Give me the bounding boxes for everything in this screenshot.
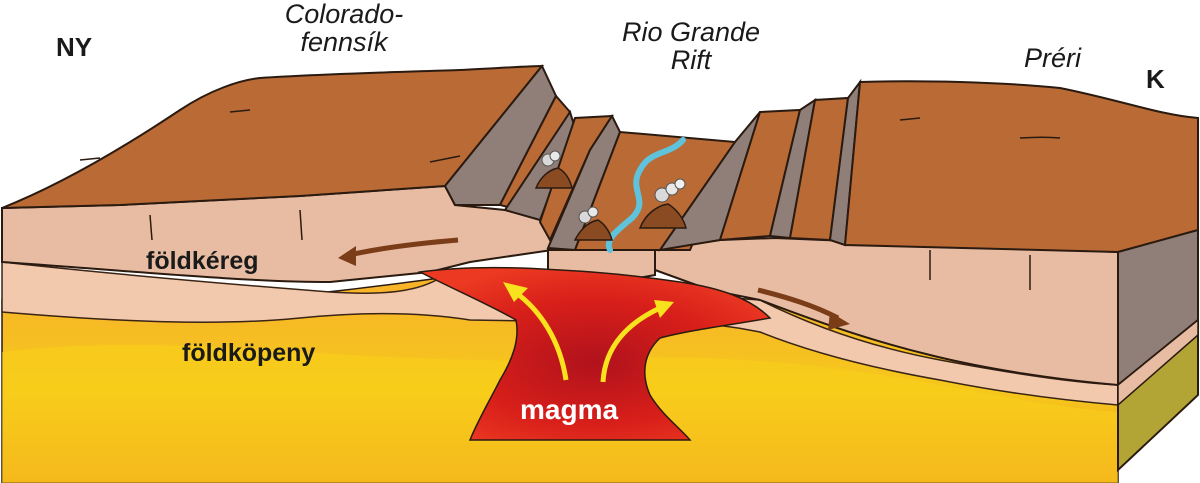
magma-label: magma	[520, 394, 619, 425]
river	[605, 137, 686, 253]
west-label: NY	[56, 32, 93, 62]
magma-arrow-left	[503, 282, 569, 381]
surface-prairie	[843, 80, 1199, 254]
prairie-label: Préri	[1024, 43, 1082, 73]
surface-cracks	[79, 109, 1061, 290]
magma-body	[417, 266, 772, 441]
rift-line2: Rift	[670, 45, 712, 76]
crust-arrow-west	[338, 237, 459, 266]
colorado-line1: Colorado-	[284, 0, 404, 29]
mantle-label: földköpeny	[182, 339, 316, 367]
colorado-line2: fennsík	[300, 27, 388, 58]
volcano-1	[534, 150, 573, 189]
lower-crust-band	[1, 261, 1119, 406]
crust-label: földkéreg	[146, 247, 259, 275]
colorado-plateau-label: Colorado- fennsík	[264, 0, 424, 57]
volcano-3	[638, 178, 687, 229]
surface-colorado	[1, 64, 545, 209]
rio-grande-rift-label: Rio Grande Rift	[596, 18, 786, 75]
east-label: K	[1146, 64, 1165, 94]
fault-block-w3	[546, 113, 622, 252]
crust-face-east	[654, 236, 1119, 387]
side-face-east-pink	[1117, 318, 1199, 407]
crust-arrow-east	[757, 287, 850, 330]
rift-line1: Rio Grande	[621, 17, 761, 47]
volcano-2	[573, 206, 613, 241]
magma-arrow-right	[600, 300, 674, 383]
